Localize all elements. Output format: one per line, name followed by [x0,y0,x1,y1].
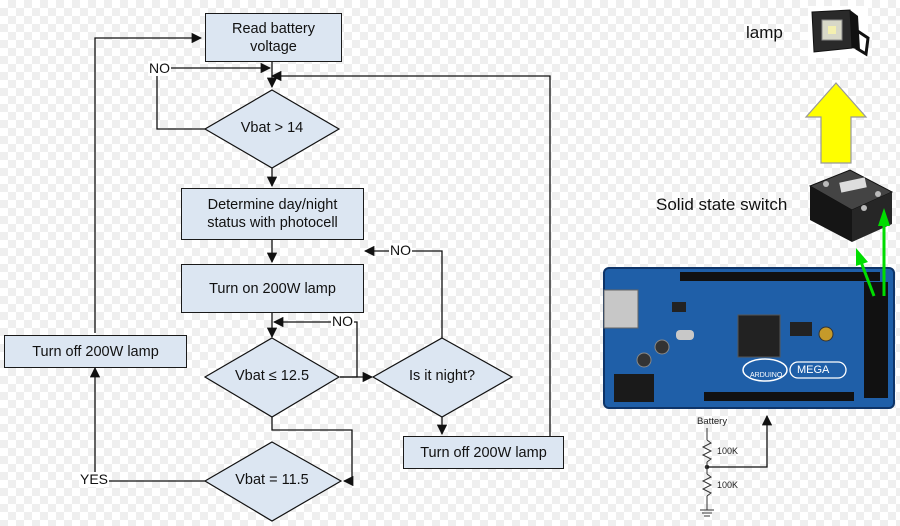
label-vbat-le-12-5: Vbat ≤ 12.5 [234,368,310,384]
node-turn-off-right-text: Turn off 200W lamp [420,444,547,461]
node-determine-day-night: Determine day/night status with photocel… [181,188,364,240]
decision-vbat-gt-14 [203,89,341,169]
label-vbat-gt-14: Vbat > 14 [240,120,304,136]
flow-connectors [89,32,551,487]
node-turn-on-text: Turn on 200W lamp [209,280,336,297]
yellow-up-arrow-icon [804,82,868,164]
edge-yes-to-turnoff-left [89,366,205,482]
edge-turnoff-to-top [270,70,551,452]
edge-divider-to-board [707,414,773,468]
label-is-it-night: Is it night? [408,368,476,384]
green-wires [856,208,890,297]
floodlight-icon [808,6,870,58]
decision-is-it-night [371,337,514,418]
node-turn-off-left-text: Turn off 200W lamp [32,343,159,360]
edge-turnoff-left-to-read [94,32,203,333]
edge-label-no-2: NO [389,242,412,258]
edge-label-no-3: NO [331,313,354,329]
label-vbat-eq-11-5: Vbat = 11.5 [235,472,309,488]
node-read-battery: Read battery voltage [205,13,342,62]
board-model-label: MEGA [797,364,830,376]
edge-label-yes: YES [79,471,110,487]
lamp-label: lamp [746,23,783,42]
edge-label-no-1: NO [148,60,171,76]
node-turn-off-lamp-left: Turn off 200W lamp [4,335,187,368]
edge-vbat125-to-vbat115 [271,417,354,487]
decision-vbat-le-12-5 [203,337,341,418]
resistor-label-2: 100K [717,480,739,490]
relay-icon [808,169,894,242]
node-read-battery-text: Read battery voltage [231,20,316,55]
arduino-mega-board [603,267,895,409]
battery-label: Battery [697,416,728,427]
edge-night-no-to-turnon [363,245,443,338]
node-turn-off-lamp-right: Turn off 200W lamp [403,436,564,469]
voltage-divider-circuit [700,428,714,517]
node-determine-text: Determine day/night status with photocel… [207,197,338,231]
node-turn-on-lamp: Turn on 200W lamp [181,264,364,313]
edge-vbat14-no-loop [156,62,272,130]
switch-label: Solid state switch [656,195,788,214]
resistor-label-1: 100K [717,446,739,456]
board-brand-label: ARDUINO [750,372,783,379]
decision-vbat-eq-11-5 [203,441,343,522]
